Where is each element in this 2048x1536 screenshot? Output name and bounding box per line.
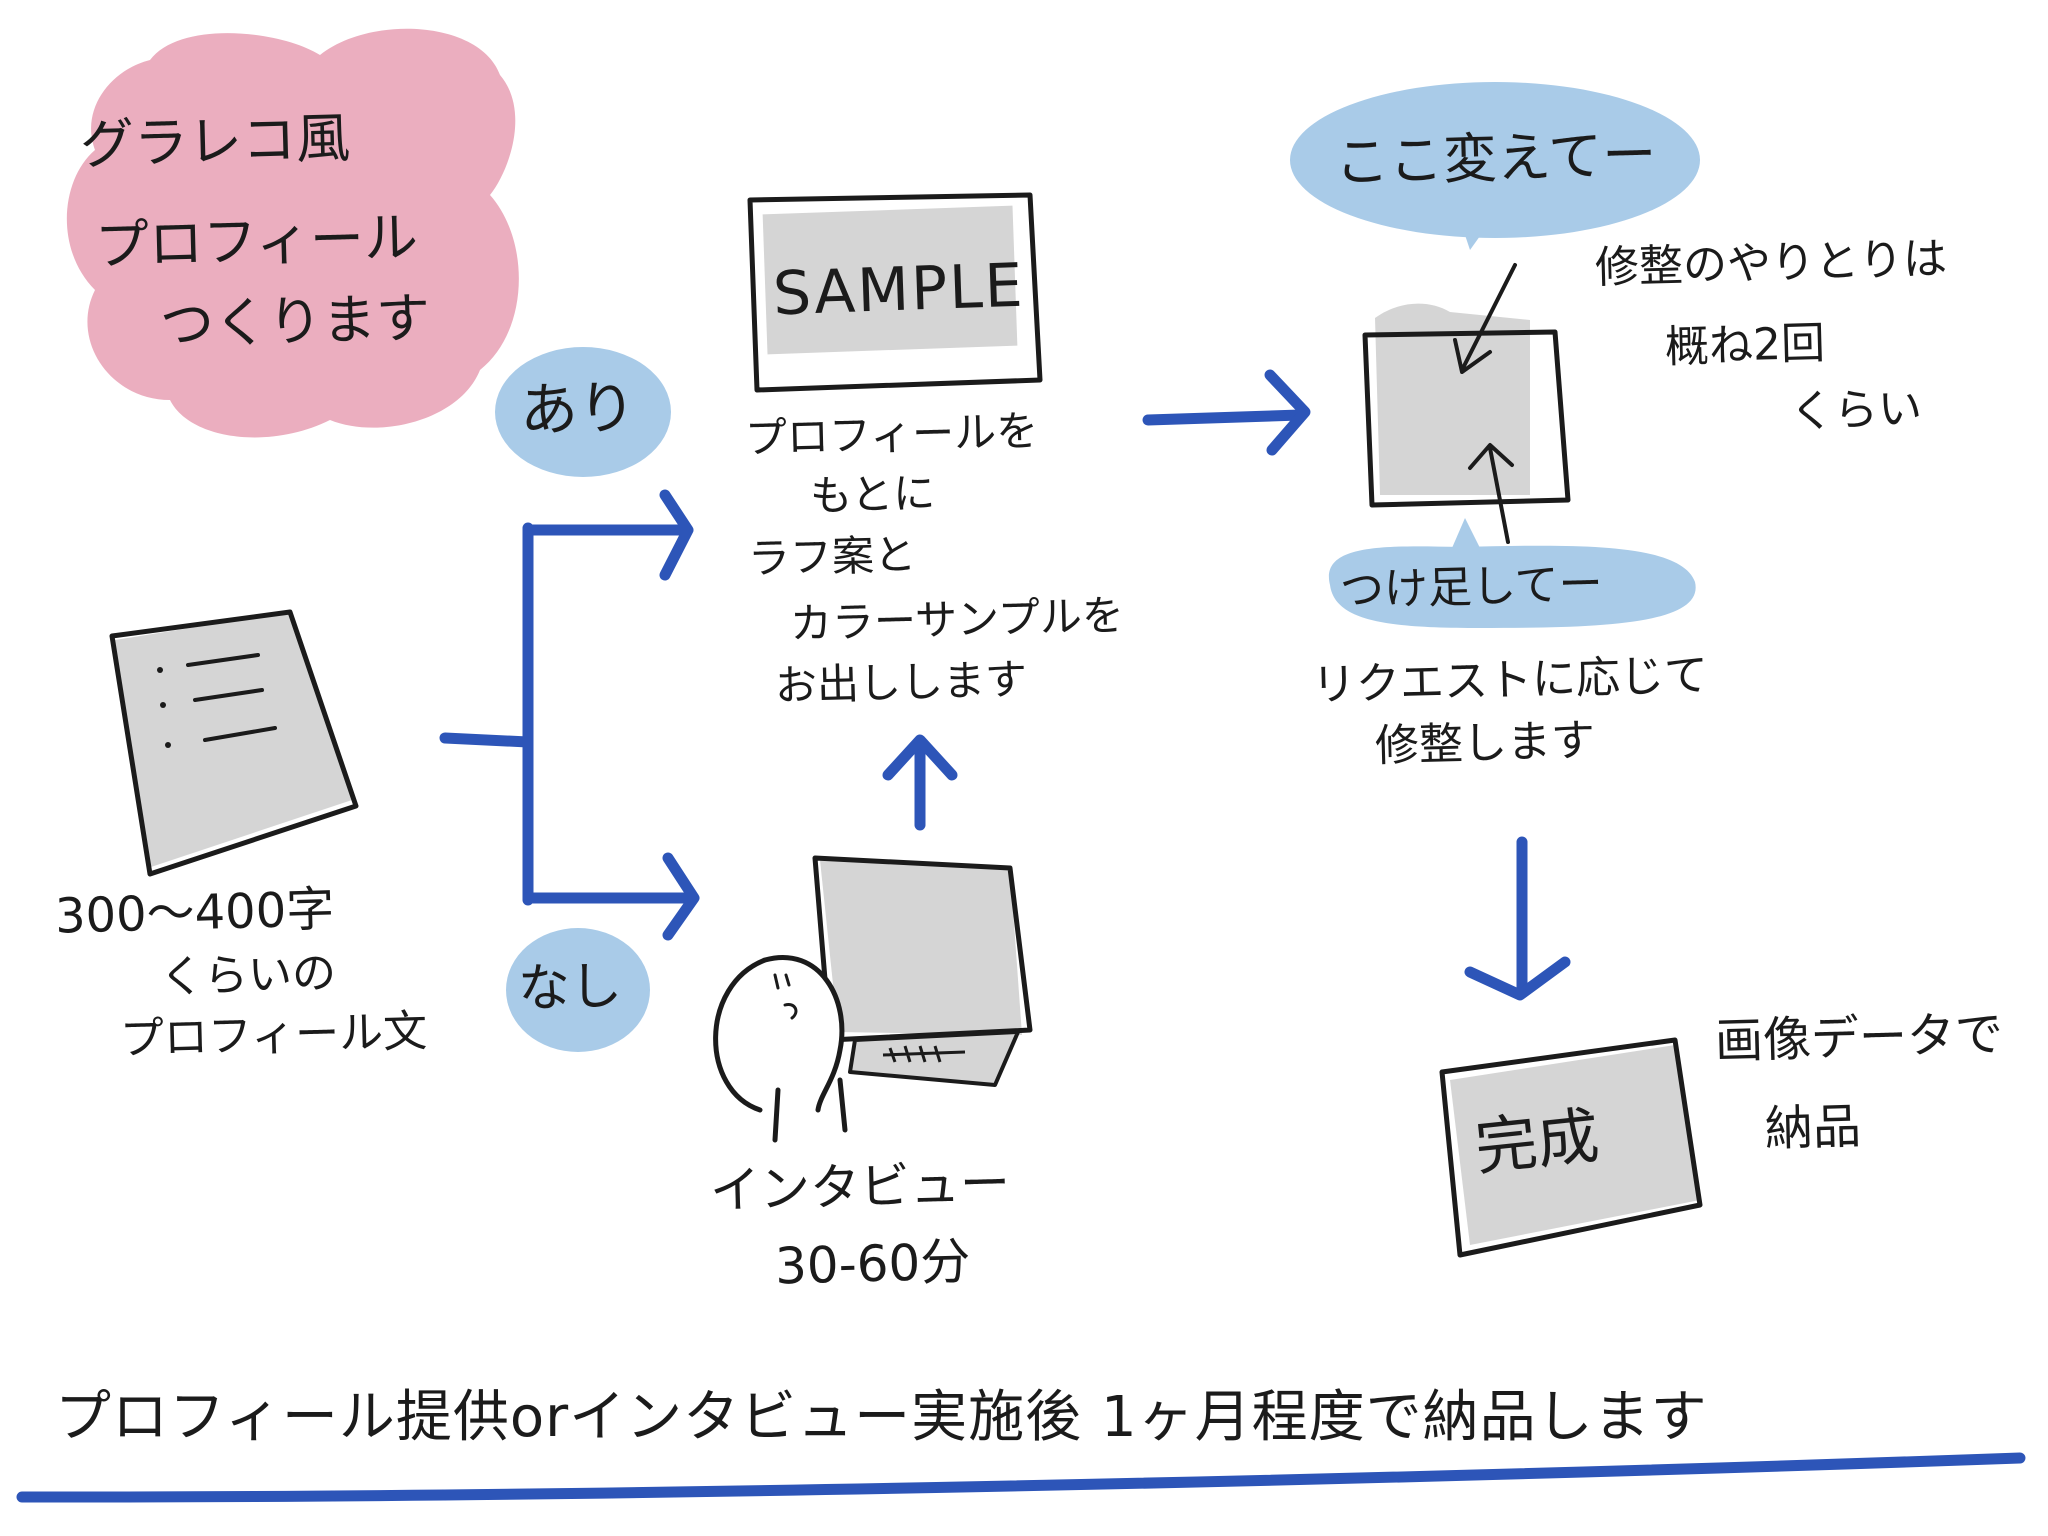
title-line-1: グラレコ風 [79,106,351,177]
complete-card [1439,1037,1703,1258]
down-arrow [1464,836,1571,1001]
title-pink-cloud [66,28,519,438]
sample-caption-line-3: ラフ案と [747,529,917,584]
sample-caption-line-4: カラーサンプルを [789,590,1125,649]
yes-label: あり [519,373,637,445]
sample-card-label: SAMPLE [771,250,1026,330]
interview-caption-line-2: 30-60分 [774,1232,972,1296]
request-bubble-bottom [1328,518,1696,628]
request-bottom-text: つけ足してー [1339,558,1604,617]
up-arrow [882,734,958,831]
request-top-text: ここ変えてー [1334,122,1658,195]
revise-caption-line-1: リクエストに応じて [1311,649,1709,712]
interview-caption-line-1: インタビュー [709,1154,1011,1220]
left-caption-line-3: プロフィール文 [119,1005,428,1066]
complete-note-line-1: 画像データで [1714,1006,2004,1070]
yes-bubble [495,347,671,477]
request-bubble-top [1290,82,1700,250]
revise-caption-line-2: 修整します [1374,715,1596,772]
no-label: なし [517,956,623,1020]
left-caption-line-2: くらいの [159,947,337,1004]
sample-caption-line-1: プロフィールを [744,406,1039,463]
revise-card [1362,263,1571,544]
no-bubble [506,928,650,1052]
right-arrow [1142,369,1311,456]
complete-note-line-2: 納品 [1764,1098,1862,1158]
revise-note-line-3: くらい [1789,383,1923,438]
person-with-laptop-icon [713,855,1033,1143]
footer-underline [16,1452,2026,1503]
revise-note-line-1: 修整のやりとりは [1594,233,1948,294]
title-line-3: つくります [159,286,431,357]
title-line-2: プロフィール [94,205,419,278]
branch-arrows [439,489,700,941]
sample-caption-line-5: お出しします [774,654,1028,711]
footer-text: プロフィール提供orインタビュー実施後 1ヶ月程度で納品します [55,1385,1708,1450]
revise-note-line-2: 概ね2回 [1664,317,1826,374]
complete-card-label: 完成 [1471,1098,1603,1185]
sample-caption-line-2: もとに [809,468,936,521]
sample-card [747,192,1043,393]
left-caption-line-1: 300～400字 [54,881,335,945]
document-icon [109,609,359,877]
